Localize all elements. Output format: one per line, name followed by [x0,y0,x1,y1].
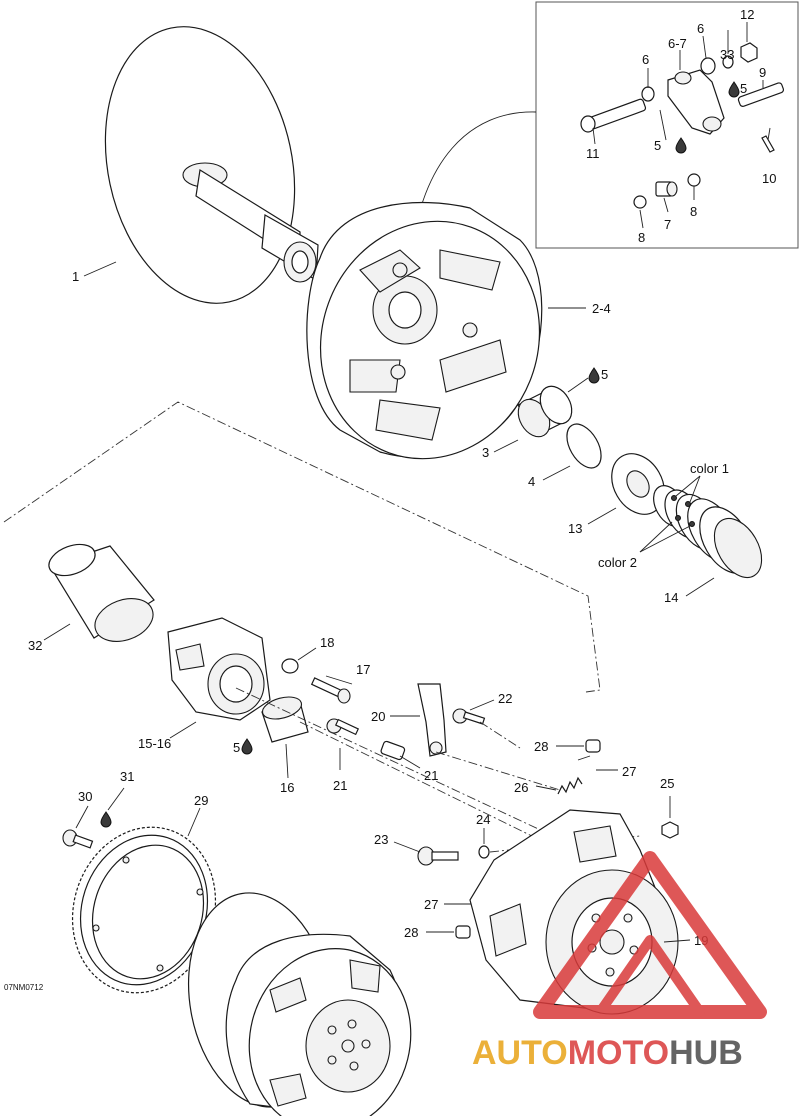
label-12: 12 [740,7,754,22]
part-3-bushing [517,385,573,438]
label-4: 4 [528,474,535,489]
label-3: 3 [482,445,489,460]
part-33-washer [722,55,734,69]
diagram-reference-code: 07NM0712 [4,983,44,992]
label-9: 9 [759,65,766,80]
label-32: 32 [28,638,42,653]
label-17: 17 [356,662,370,677]
part-28-roller-top [585,739,601,753]
part-10-cotter-pin [761,135,775,153]
label-25: 25 [660,776,674,791]
label-8: 8 [638,230,645,245]
label-2-4: 2-4 [592,301,611,316]
part-7-roller [655,181,678,197]
label-23: 23 [374,832,388,847]
part-2-4-movable-sheave [306,201,543,460]
label-28: 28 [404,925,418,940]
oil-drop-icon [728,81,740,98]
part-15-16-cam [167,617,271,721]
part-30-screw [62,829,94,849]
label-27: 27 [622,764,636,779]
part-18-washer [281,658,299,674]
label-10: 10 [762,171,776,186]
assembled-driven-pulley [187,892,412,1116]
label-24: 24 [476,812,490,827]
label-6: 6 [697,21,704,36]
label-16: 16 [280,780,294,795]
part-21-roller [380,740,406,761]
label-20: 20 [371,709,385,724]
label-27: 27 [424,897,438,912]
label-28: 28 [534,739,548,754]
part-25-nut [661,821,679,839]
part-8-washer-left [633,195,647,209]
part-24-washer [478,845,490,859]
label-26: 26 [514,780,528,795]
label-11: 11 [586,146,600,161]
label-14: 14 [664,590,678,605]
part-19-spider [469,809,679,1015]
label-8: 8 [690,204,697,219]
part-6-bushing [700,57,716,75]
label-6: 6 [642,52,649,67]
part-4-retaining-ring [566,423,602,469]
label-21: 21 [424,768,438,783]
part-13-spring-seat [611,453,665,515]
automotohub-watermark-logo: AUTOMOTOHUB [472,851,767,1072]
oil-drop-icon [241,738,253,755]
label-30: 30 [78,789,92,804]
label-21: 21 [333,778,347,793]
label-1: 1 [72,269,79,284]
part-21-screw [326,718,360,736]
label-33: 33 [720,47,734,62]
part-22-screw [452,708,486,725]
label-5: 5 [654,138,661,153]
label-5: 5 [740,81,747,96]
label-color-1: color 1 [690,461,729,476]
assembly-boundary-line [3,401,601,693]
part-28-roller-bottom [455,925,471,939]
oil-drop-icon [100,811,112,828]
label-color-2: color 2 [598,555,637,570]
part-17-screw [310,677,351,704]
label-31: 31 [120,769,134,784]
part-20-flyweight [417,683,447,757]
part-26-spring [557,776,583,795]
detail-inset-frame [535,1,799,249]
label-15-16: 15-16 [138,736,171,751]
part-23-bolt [417,846,459,866]
part-6-washer [641,86,655,102]
label-22: 22 [498,691,512,706]
watermark-text: AUTOMOTOHUB [472,1034,743,1072]
part-12-nut [740,42,758,63]
label-13: 13 [568,521,582,536]
part-6-7-lever-arm [667,69,725,135]
part-11-pivot-bolt [580,98,647,133]
label-6-7: 6-7 [668,36,687,51]
label-7: 7 [664,217,671,232]
label-29: 29 [194,793,208,808]
oil-drop-icon [588,367,600,384]
label-5: 5 [601,367,608,382]
part-32-sleeve [48,543,155,642]
label-5: 5 [233,740,240,755]
part-9-pin [737,82,785,107]
part-14-spring [653,485,763,579]
oil-drop-icon [675,137,687,154]
part-16-bushing [261,696,309,743]
part-1-fixed-sheave [104,26,319,304]
part-29-ring-gear [71,826,217,994]
label-18: 18 [320,635,334,650]
part-8-washer-right [687,173,701,187]
